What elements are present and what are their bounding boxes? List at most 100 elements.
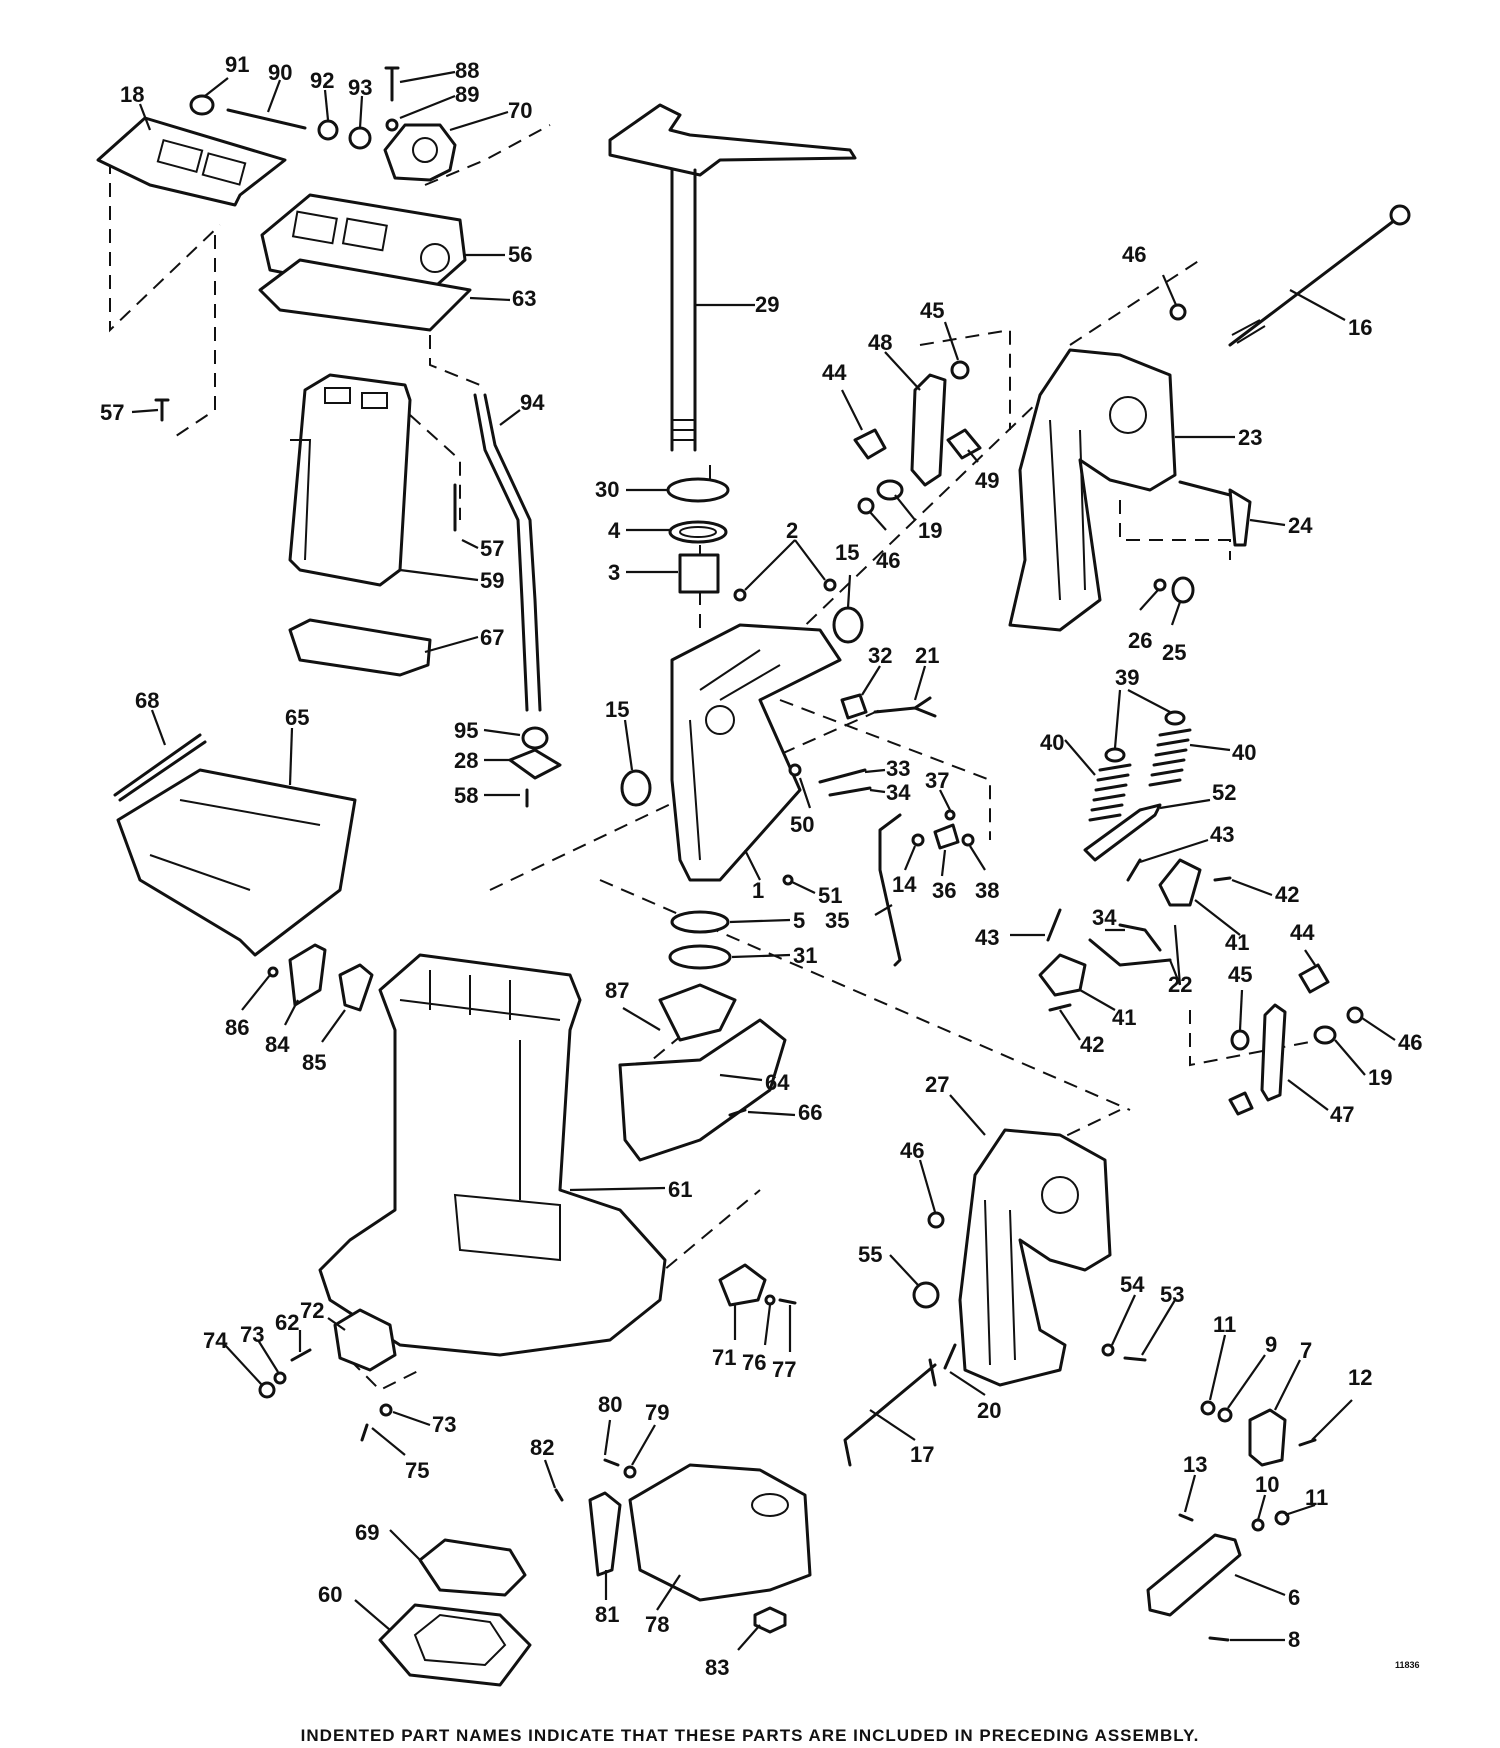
washer-30-shape: [666, 477, 730, 503]
spring-40b-shape: [1148, 728, 1192, 787]
washer-76-shape: [764, 1294, 776, 1306]
callout-78: 78: [645, 1612, 669, 1637]
callout-12: 12: [1348, 1365, 1372, 1390]
callout-13: 13: [1183, 1452, 1207, 1477]
callout-37: 37: [925, 768, 949, 793]
callout-52: 52: [1212, 780, 1236, 805]
callout-20: 20: [977, 1398, 1001, 1423]
washer-92-shape: [317, 119, 339, 141]
callout-18: 18: [120, 82, 144, 107]
plate-81-shape: [588, 1491, 622, 1577]
callout-73-lower: 73: [432, 1412, 456, 1437]
screw-80-shape: [603, 1458, 620, 1467]
pin-2a-shape: [733, 588, 747, 602]
callout-11: 11: [1213, 1312, 1236, 1337]
callout-81: 81: [595, 1602, 619, 1627]
callout-45: 45: [920, 298, 944, 323]
callout-33: 33: [886, 756, 910, 781]
callout-35: 35: [825, 908, 849, 933]
callout-23: 23: [1238, 425, 1262, 450]
callout-24: 24: [1288, 513, 1313, 538]
callout-60: 60: [318, 1582, 342, 1607]
nut-46a-shape: [1169, 303, 1187, 321]
washer-91-shape: [189, 94, 215, 116]
screw-75-shape: [360, 1423, 369, 1442]
callout-19: 19: [918, 518, 942, 543]
callout-9: 9: [1265, 1332, 1277, 1357]
callout-94: 94: [520, 390, 545, 415]
bolt-16-shape: [1228, 218, 1397, 347]
bolt-44a-shape: [853, 428, 887, 460]
callout-41: 41: [1225, 930, 1249, 955]
callout-45-right: 45: [1228, 962, 1252, 987]
callout-63: 63: [512, 286, 536, 311]
callout-43-left: 43: [975, 925, 999, 950]
callout-61: 61: [668, 1177, 692, 1202]
mount-70-shape: [383, 123, 457, 182]
callout-28: 28: [454, 748, 478, 773]
callout-34: 34: [886, 780, 911, 805]
lever-41b-shape: [1038, 953, 1087, 997]
callout-54: 54: [1120, 1272, 1145, 1297]
screw-82-shape: [554, 1488, 564, 1502]
callout-8: 8: [1288, 1627, 1300, 1652]
washer-89-shape: [385, 118, 399, 132]
exhaust-housing-61-shape: [318, 953, 667, 1357]
washer-73a-shape: [273, 1371, 287, 1385]
callout-27: 27: [925, 1072, 949, 1097]
screw-88-shape: [384, 66, 400, 102]
callout-56: 56: [508, 242, 532, 267]
callout-19-right: 19: [1368, 1065, 1392, 1090]
callout-80: 80: [598, 1392, 622, 1417]
screw-77-shape: [778, 1298, 797, 1305]
callout-21: 21: [915, 643, 939, 668]
callout-84: 84: [265, 1032, 290, 1057]
screw-57a-shape: [154, 398, 170, 422]
pin-43a-shape: [1126, 858, 1142, 882]
screw-86-shape: [267, 966, 279, 978]
callout-57-lower: 57: [480, 536, 504, 561]
screw-8-shape: [1208, 1636, 1230, 1642]
part-14-shape: [911, 833, 925, 847]
callout-82: 82: [530, 1435, 554, 1460]
plate-6-shape: [1146, 1533, 1242, 1617]
gasket-85-shape: [338, 963, 374, 1012]
callout-6: 6: [1288, 1585, 1300, 1610]
callout-2: 2: [786, 518, 798, 543]
callout-4: 4: [608, 518, 621, 543]
callout-69: 69: [355, 1520, 379, 1545]
washer-73b-shape: [379, 1403, 393, 1417]
footer-note: INDENTED PART NAMES INDICATE THAT THESE …: [300, 1726, 1200, 1745]
screw-42b-shape: [1048, 1003, 1072, 1012]
part-36-shape: [933, 823, 960, 850]
callout-65: 65: [285, 705, 309, 730]
callout-46-bracket: 46: [900, 1138, 924, 1163]
tube-68-shape: [113, 733, 207, 802]
pin-62-shape: [290, 1348, 312, 1362]
clamp-bracket-27-shape: [958, 1128, 1112, 1387]
screw-42a-shape: [1213, 876, 1232, 882]
callout-83: 83: [705, 1655, 729, 1680]
tube-94-shape: [483, 393, 542, 712]
callout-67: 67: [480, 625, 504, 650]
bushing-32-shape: [840, 693, 868, 720]
washer-45b-shape: [1230, 1029, 1250, 1051]
callout-42-lower: 42: [1080, 1032, 1104, 1057]
gasket-63-shape: [258, 258, 472, 332]
washer-93-shape: [348, 126, 372, 150]
callout-7: 7: [1300, 1338, 1312, 1363]
leader-lines: [131, 70, 1396, 1651]
cover-78-shape: [628, 1463, 812, 1602]
seal-4-shape: [668, 520, 728, 544]
callout-11-lower: 11: [1305, 1485, 1328, 1510]
plate-84-shape: [288, 943, 327, 1007]
nut-46b-shape: [857, 497, 875, 515]
callout-53: 53: [1160, 1282, 1184, 1307]
washer-79-shape: [623, 1465, 637, 1479]
exhaust-housing-59-shape: [288, 373, 412, 587]
callout-5: 5: [793, 908, 805, 933]
callout-31: 31: [793, 943, 817, 968]
callout-1: 1: [752, 878, 764, 903]
callout-46-right: 46: [1398, 1030, 1422, 1055]
